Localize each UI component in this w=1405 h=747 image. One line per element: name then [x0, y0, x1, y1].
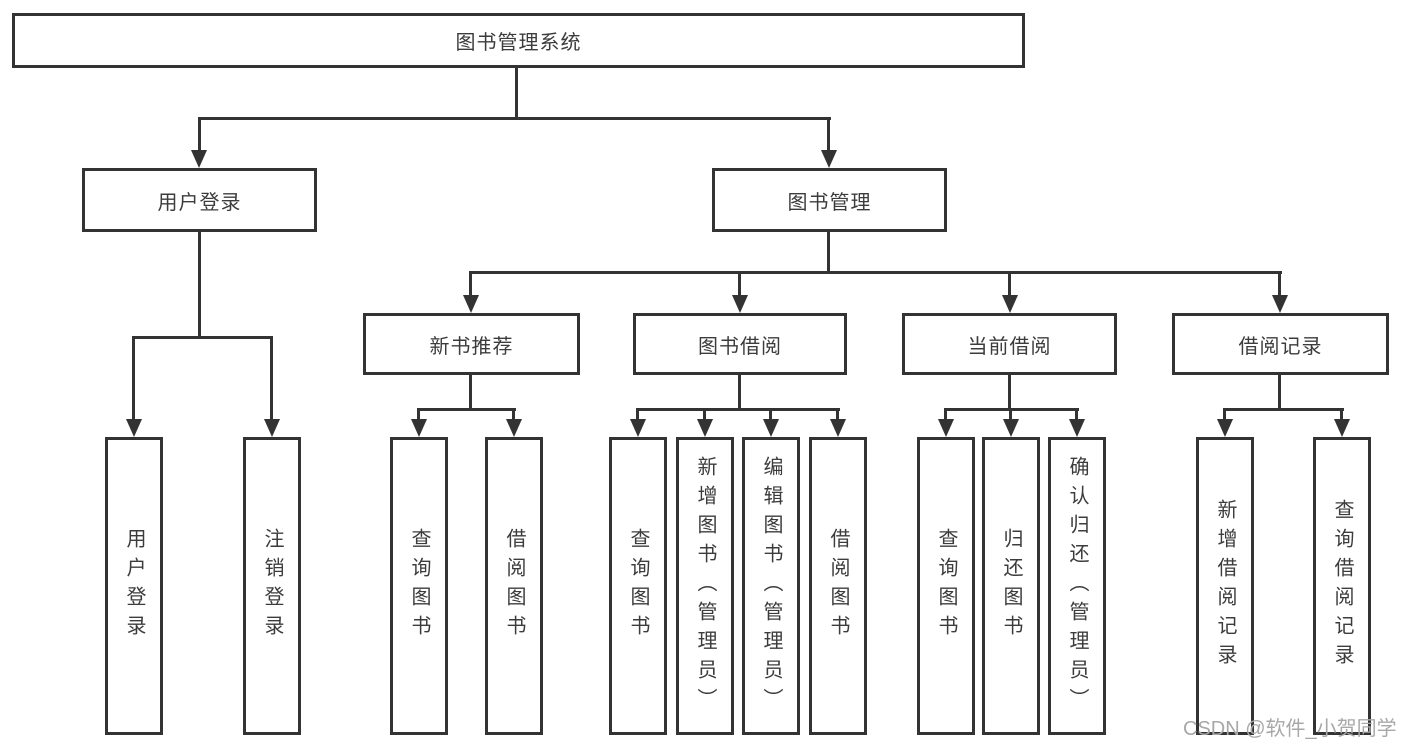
connector-borrow-rail	[636, 408, 840, 411]
arrow-down-icon	[763, 419, 779, 437]
connector-user-login-stem	[198, 232, 201, 339]
connector-drop-leaf	[512, 408, 515, 421]
arrow-down-icon	[1069, 419, 1085, 437]
node-label: 新书推荐	[429, 335, 514, 358]
leaf-label: 新增借阅记录	[1214, 499, 1236, 673]
connector-drop-leaf	[417, 408, 420, 421]
leaf-add-books-admin: 新增图书（管理员）	[676, 437, 734, 735]
connector-drop-leaf	[270, 336, 273, 420]
leaf-label: 用户登录	[123, 528, 145, 644]
arrow-down-icon	[411, 419, 427, 437]
connector-records-stem	[1278, 375, 1281, 411]
leaf-edit-books-admin: 编辑图书（管理员）	[742, 437, 800, 735]
connector-drop-level3	[738, 271, 741, 297]
leaf-return-books: 归还图书	[982, 437, 1040, 735]
leaf-label: 注销登录	[261, 528, 283, 644]
node-label: 借阅记录	[1238, 335, 1323, 358]
arrow-down-icon	[697, 419, 713, 437]
arrow-down-icon	[264, 419, 280, 437]
connector-drop-leaf	[1340, 408, 1343, 421]
connector-drop-user-login	[198, 117, 201, 152]
connector-book-management-stem	[827, 232, 830, 274]
node-label: 图书借阅	[698, 335, 782, 358]
leaf-confirm-return-admin: 确认归还（管理员）	[1048, 437, 1106, 735]
leaf-logout-login: 注销登录	[243, 437, 301, 735]
leaf-label: 确认归还（管理员）	[1066, 455, 1088, 717]
connector-root-rail	[198, 117, 831, 120]
connector-drop-level3	[469, 271, 472, 297]
connector-drop-leaf	[836, 408, 839, 421]
connector-drop-leaf	[132, 336, 135, 420]
connector-root-stem	[515, 68, 518, 120]
connector-drop-leaf	[944, 408, 947, 421]
node-current-borrow: 当前借阅	[902, 313, 1117, 375]
leaf-label: 查询借阅记录	[1331, 499, 1353, 673]
connector-book-management-rail	[469, 271, 1282, 274]
connector-drop-level3	[1008, 271, 1011, 297]
leaf-label: 借阅图书	[503, 528, 525, 644]
arrow-down-icon	[938, 419, 954, 437]
connector-borrow-stem	[738, 375, 741, 411]
arrow-down-icon	[830, 419, 846, 437]
connector-user-login-rail	[132, 336, 273, 339]
leaf-label: 新增图书（管理员）	[694, 455, 716, 717]
arrow-down-icon	[1272, 295, 1288, 313]
connector-drop-leaf	[1075, 408, 1078, 421]
connector-drop-level3	[1278, 271, 1281, 297]
node-label: 用户登录	[157, 191, 242, 214]
connector-drop-book-management	[827, 117, 830, 152]
leaf-label: 编辑图书（管理员）	[760, 455, 782, 717]
connector-recommend-rail	[417, 408, 516, 411]
node-root: 图书管理系统	[12, 13, 1025, 68]
arrow-down-icon	[1003, 419, 1019, 437]
connector-drop-leaf	[769, 408, 772, 421]
leaf-label: 查询图书	[935, 528, 957, 644]
leaf-label: 归还图书	[1000, 528, 1022, 644]
arrow-down-icon	[463, 295, 479, 313]
connector-drop-leaf	[1223, 408, 1226, 421]
connector-drop-leaf	[1009, 408, 1012, 421]
arrow-down-icon	[1334, 419, 1350, 437]
arrow-down-icon	[126, 419, 142, 437]
leaf-query-books-current: 查询图书	[917, 437, 975, 735]
leaf-query-borrow-record: 查询借阅记录	[1313, 437, 1371, 735]
arrow-down-icon	[506, 419, 522, 437]
leaf-label: 查询图书	[408, 528, 430, 644]
node-new-book-recommend: 新书推荐	[363, 313, 580, 375]
leaf-borrow-books: 借阅图书	[809, 437, 867, 735]
watermark: CSDN @软件_小贺同学	[1183, 718, 1397, 740]
connector-drop-leaf	[703, 408, 706, 421]
arrow-down-icon	[191, 150, 207, 168]
node-label: 图书管理	[787, 191, 872, 214]
node-book-borrow: 图书借阅	[633, 313, 847, 375]
connector-current-stem	[1008, 375, 1011, 411]
leaf-query-books-recommend: 查询图书	[390, 437, 448, 735]
leaf-user-login: 用户登录	[105, 437, 163, 735]
node-borrow-records: 借阅记录	[1172, 313, 1389, 375]
leaf-query-books-borrow: 查询图书	[609, 437, 667, 735]
arrow-down-icon	[1217, 419, 1233, 437]
node-user-login: 用户登录	[82, 168, 317, 232]
connector-records-rail	[1223, 408, 1344, 411]
node-label: 当前借阅	[967, 335, 1052, 358]
leaf-label: 借阅图书	[827, 528, 849, 644]
arrow-down-icon	[821, 150, 837, 168]
arrow-down-icon	[630, 419, 646, 437]
leaf-add-borrow-record: 新增借阅记录	[1196, 437, 1254, 735]
leaf-borrow-books-recommend: 借阅图书	[485, 437, 543, 735]
connector-drop-leaf	[636, 408, 639, 421]
arrow-down-icon	[1002, 295, 1018, 313]
connector-recommend-stem	[469, 375, 472, 411]
node-book-management: 图书管理	[712, 168, 947, 232]
arrow-down-icon	[732, 295, 748, 313]
node-root-label: 图书管理系统	[455, 32, 582, 54]
leaf-label: 查询图书	[627, 528, 649, 644]
